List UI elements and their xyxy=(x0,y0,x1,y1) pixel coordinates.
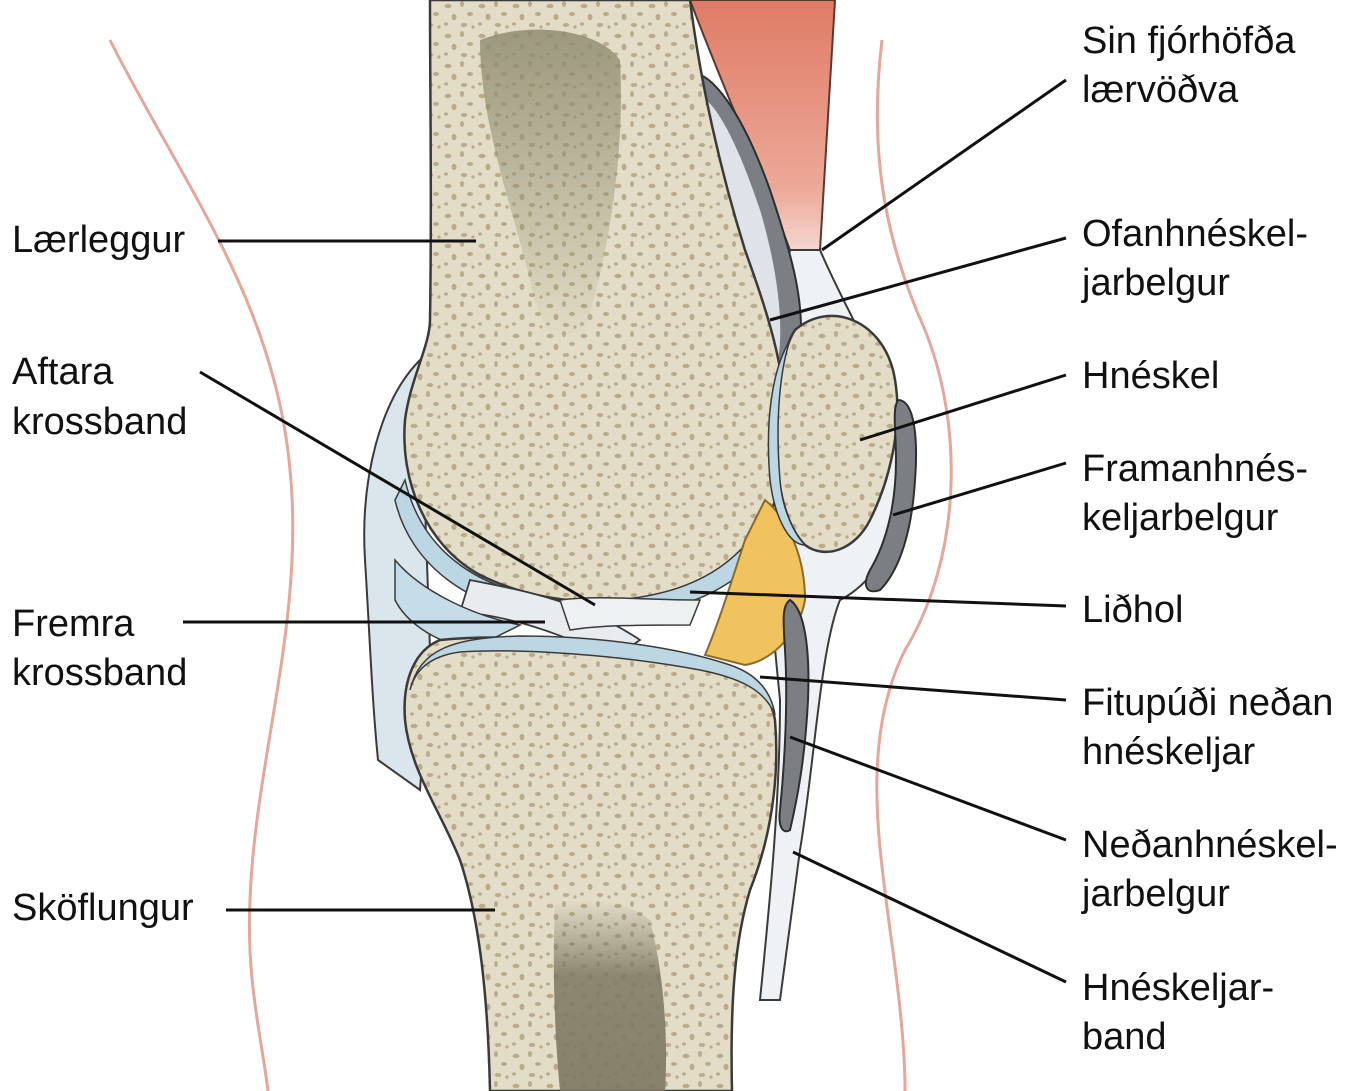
label-fitupudi-line2: hnéskeljar xyxy=(1082,731,1256,773)
label-fitupudi-line1: Fitupúði neðan xyxy=(1082,682,1333,724)
label-hneskeljarband-line2: band xyxy=(1082,1016,1167,1058)
label-hneskel: Hnéskel xyxy=(1082,355,1219,397)
leader-sin xyxy=(821,78,1067,252)
label-sin-line1: Sin fjórhöfða xyxy=(1082,20,1296,62)
label-aftara-krossband-line2: krossband xyxy=(12,401,187,443)
label-aftara-krossband-line1: Aftara xyxy=(12,351,114,393)
tibia-cartilage xyxy=(409,635,776,716)
infrapatellar-bursa xyxy=(778,598,810,833)
meniscus xyxy=(394,557,523,651)
prepatellar-bursa xyxy=(864,398,918,593)
label-nedanhneskeljarbelgur-line2: jarbelgur xyxy=(1081,873,1230,915)
label-sin-line2: lærvöðva xyxy=(1082,69,1239,111)
leader-hneskel xyxy=(859,373,1067,442)
leader-ofanhneskeljarbelgur xyxy=(769,236,1067,322)
patella-cartilage xyxy=(767,339,807,546)
label-framanhneskeljarbelgur-line2: keljarbelgur xyxy=(1082,497,1279,539)
leader-lidhol xyxy=(689,590,1067,608)
label-skoflungur: Sköflungur xyxy=(12,887,194,929)
label-lidhol: Liðhol xyxy=(1082,589,1183,631)
leader-fitupudi xyxy=(759,675,1067,702)
label-ofanhneskeljarbelgur-line2: jarbelgur xyxy=(1081,262,1230,304)
infrapatellar-fat-pad xyxy=(703,498,807,667)
leader-framanhneskeljarbelgur xyxy=(892,461,1067,517)
tibia-marrow xyxy=(553,900,667,1091)
leader-hneskeljarband xyxy=(792,850,1067,984)
label-hneskeljarband-line1: Hnéskeljar- xyxy=(1082,967,1274,1009)
label-nedanhneskeljarbelgur-line1: Neðanhnéskel- xyxy=(1082,824,1338,866)
leader-nedanhneskeljarbelgur xyxy=(789,735,1067,842)
femur-marrow xyxy=(480,29,621,342)
label-framanhneskeljarbelgur-line1: Framanhnés- xyxy=(1082,448,1308,490)
label-laerleggur: Lærleggur xyxy=(12,219,186,261)
skin-contour-front xyxy=(875,39,953,1091)
cruciate-ligaments-2 xyxy=(558,597,702,631)
label-ofanhneskeljarbelgur-line1: Ofanhnéskel- xyxy=(1082,213,1308,255)
skin-contour-back xyxy=(108,39,295,1091)
label-fremra-krossband-line2: krossband xyxy=(12,652,187,694)
label-fremra-krossband-line1: Fremra xyxy=(12,603,135,645)
leader-aftara-krossband xyxy=(199,370,596,607)
